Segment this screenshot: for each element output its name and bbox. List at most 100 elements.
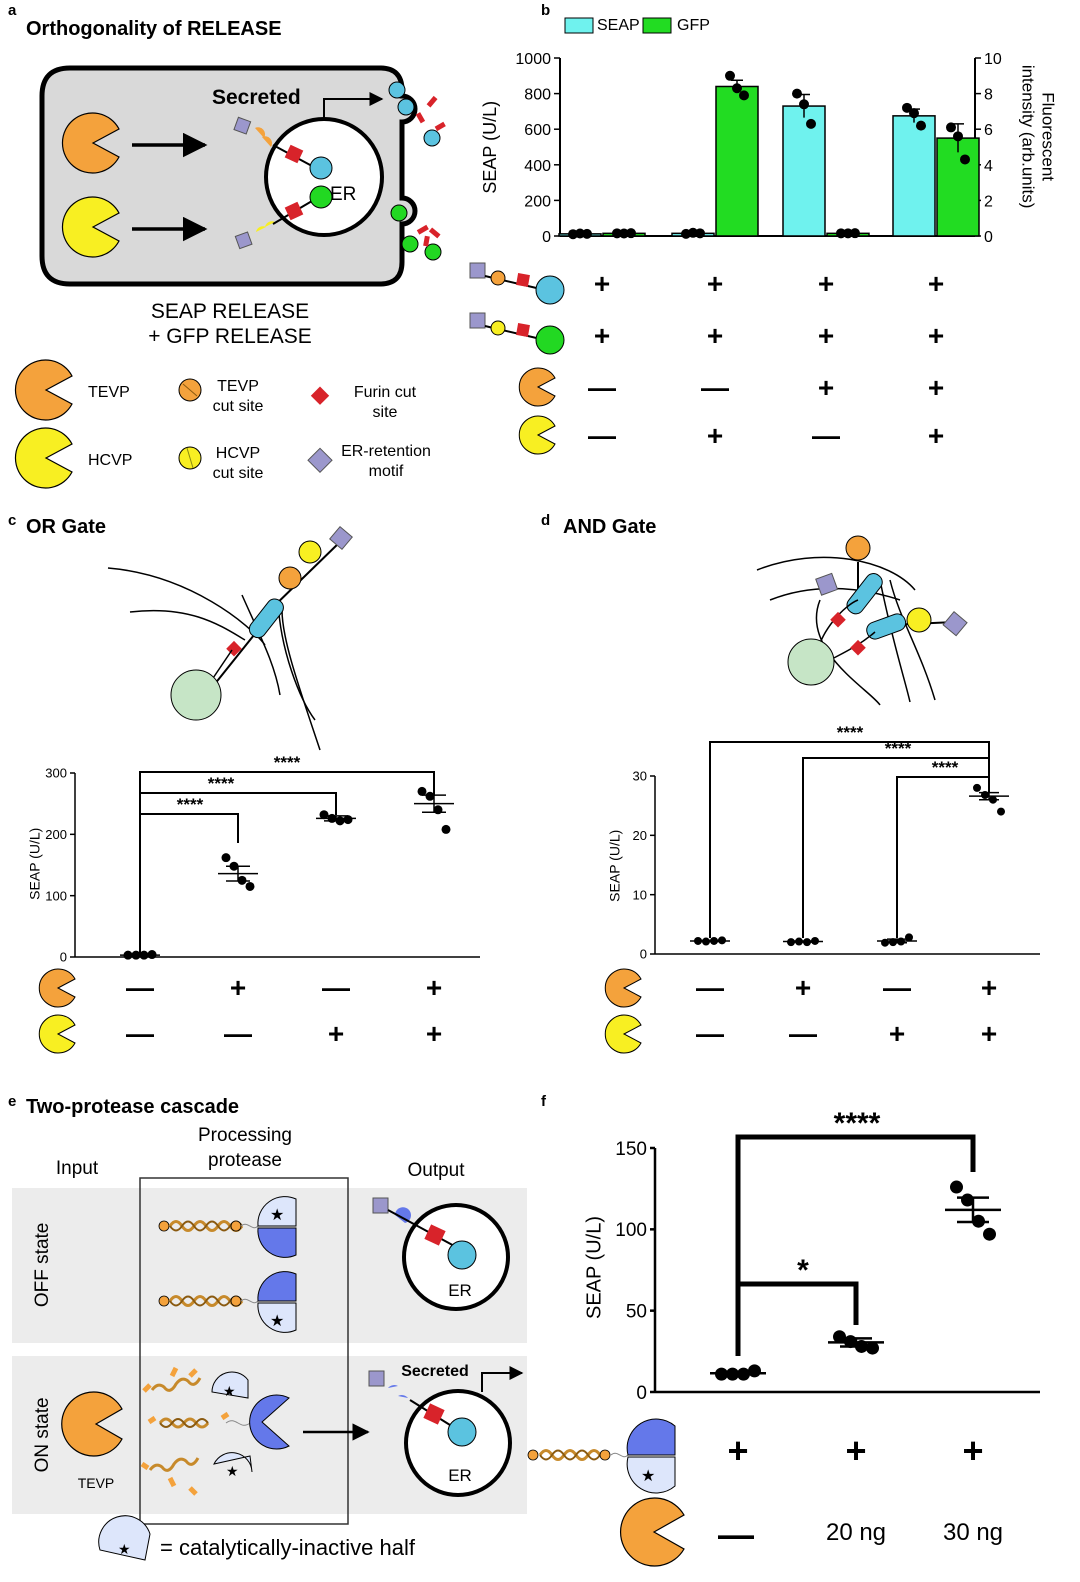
furin-cut-site-icon [423,1403,445,1425]
y-axis-label-c: SEAP (U/L) [26,827,43,900]
hcvp-pacman-icon [604,1014,642,1054]
panel-a-cell-diagram [39,65,446,287]
y-axis-label-left: SEAP (U/L) [479,100,500,194]
y-tick-label: 1000 [515,51,551,68]
significance-bracket [802,757,990,938]
tevp-pacman-icon [620,1497,685,1567]
secreted-seap-icon [388,81,406,99]
condition-tevp-site: + [706,268,724,299]
significance-label: **** [837,723,864,742]
inactive-star-icon: ★ [641,1468,655,1485]
membrane-anchor-icon [846,573,883,615]
y-axis-label-right-1: Fluorescent [1038,92,1058,182]
bar-gfp [715,85,759,237]
data-point [850,228,860,239]
legend-furin-1: Furin cut [353,384,417,401]
y-tick-label: 300 [45,766,67,781]
caption-line-2: + GFP RELEASE [148,325,312,348]
significance-label: * [797,1254,809,1287]
data-point [866,1341,879,1355]
legend-gfp: GFP [677,17,710,34]
tevp-pacman-icon [604,968,642,1008]
panel-c-title: OR Gate [26,516,107,538]
significance-label: **** [834,1107,881,1140]
condition-tevp: + [980,972,998,1003]
bar-gfp [936,137,980,237]
condition-tevp: — [696,972,724,1003]
tevp-cut-site-icon [278,566,302,590]
condition-tevp-site: + [927,268,945,299]
panel-e-title: Two-protease cascade [26,1096,240,1118]
data-point [319,810,329,820]
panel-letter-b: b [541,2,551,19]
condition-hcvp-site: + [817,320,835,351]
furin-cut-site-icon [850,639,866,656]
on-state-label: ON state [32,1397,54,1473]
condition-tevp: + [425,972,443,1003]
er-retention-motif-icon [234,231,253,250]
y-tick-label: 0 [640,947,647,962]
hcvp-cut-site-icon [490,320,506,336]
tevp-cut-site-icon [845,535,871,561]
membrane-anchor-icon [248,598,284,639]
cargo-protein-icon [170,669,222,721]
tevp-cut-site-half-icon [395,1207,411,1223]
panel-d-title: AND Gate [563,516,657,538]
panel-e-diagram: ★ ★ ★ ★ [12,1177,527,1561]
furin-cut-site-icon [284,201,304,221]
data-point [946,122,956,133]
secreted-seap-icon [397,98,415,116]
y-tick-label: 50 [626,1301,647,1322]
secreted-label: Secreted [212,86,301,109]
seap-protein-icon [309,156,333,180]
y-tick-label: 200 [524,193,551,210]
legend-tevp: TEVP [88,384,130,401]
inactive-star-icon: ★ [118,1541,131,1557]
y-tick-label: 150 [615,1139,647,1160]
cleaved-protease-fragments [140,1366,290,1496]
condition-hcvp-site: + [927,320,945,351]
condition-hcvp: — [812,420,840,451]
y-tick-label: 30 [633,769,647,784]
data-point [916,120,926,131]
hcvp-pacman-icon [14,427,73,489]
data-point [582,228,592,239]
y-tick-label: 20 [633,828,647,843]
membrane-anchor-icon [866,613,907,640]
tevp-pacman-icon [14,359,73,421]
y2-tick-label: 8 [984,87,993,104]
condition-tevp: — [883,972,911,1003]
condition-hcvp-site: + [593,320,611,351]
condition-tevp: — [126,972,154,1003]
data-point [973,783,981,792]
furin-cut-site-icon [424,1224,446,1246]
data-point [902,102,912,113]
y2-tick-label: 6 [984,122,993,139]
legend-hcvp: HCVP [88,452,133,469]
seap-protein-icon [535,275,565,305]
condition-tevp-site: + [593,268,611,299]
condition-tevp-dose: 30 ng [942,1519,1004,1546]
secreted-gfp-icon [390,204,408,222]
cleaved-furin-fragment [434,121,446,132]
y-tick-label: 200 [45,827,67,842]
cleaved-furin-fragment [426,95,438,108]
data-point [626,228,636,239]
legend-tevp-cut-site-2: cut site [212,398,264,415]
hcvp-cut-site-half-icon [265,221,275,227]
data-point [441,824,451,834]
hcvp-cut-site-half-icon [256,226,266,232]
input-header: Input [55,1158,99,1179]
condition-hcvp: + [706,420,724,451]
data-point [950,1180,963,1194]
cleaved-furin-fragment [428,227,441,239]
tevp-label-e: TEVP [77,1475,115,1491]
condition-split-protease: + [845,1430,867,1471]
significance-bracket [735,1281,859,1356]
processing-header-1: Processing [198,1125,292,1146]
tevp-cut-site-half-icon [255,127,266,138]
condition-hcvp: — [224,1018,252,1049]
seap-protein-icon [447,1417,477,1447]
condition-hcvp: — [696,1018,724,1049]
tevp-pacman-icon [38,968,76,1008]
